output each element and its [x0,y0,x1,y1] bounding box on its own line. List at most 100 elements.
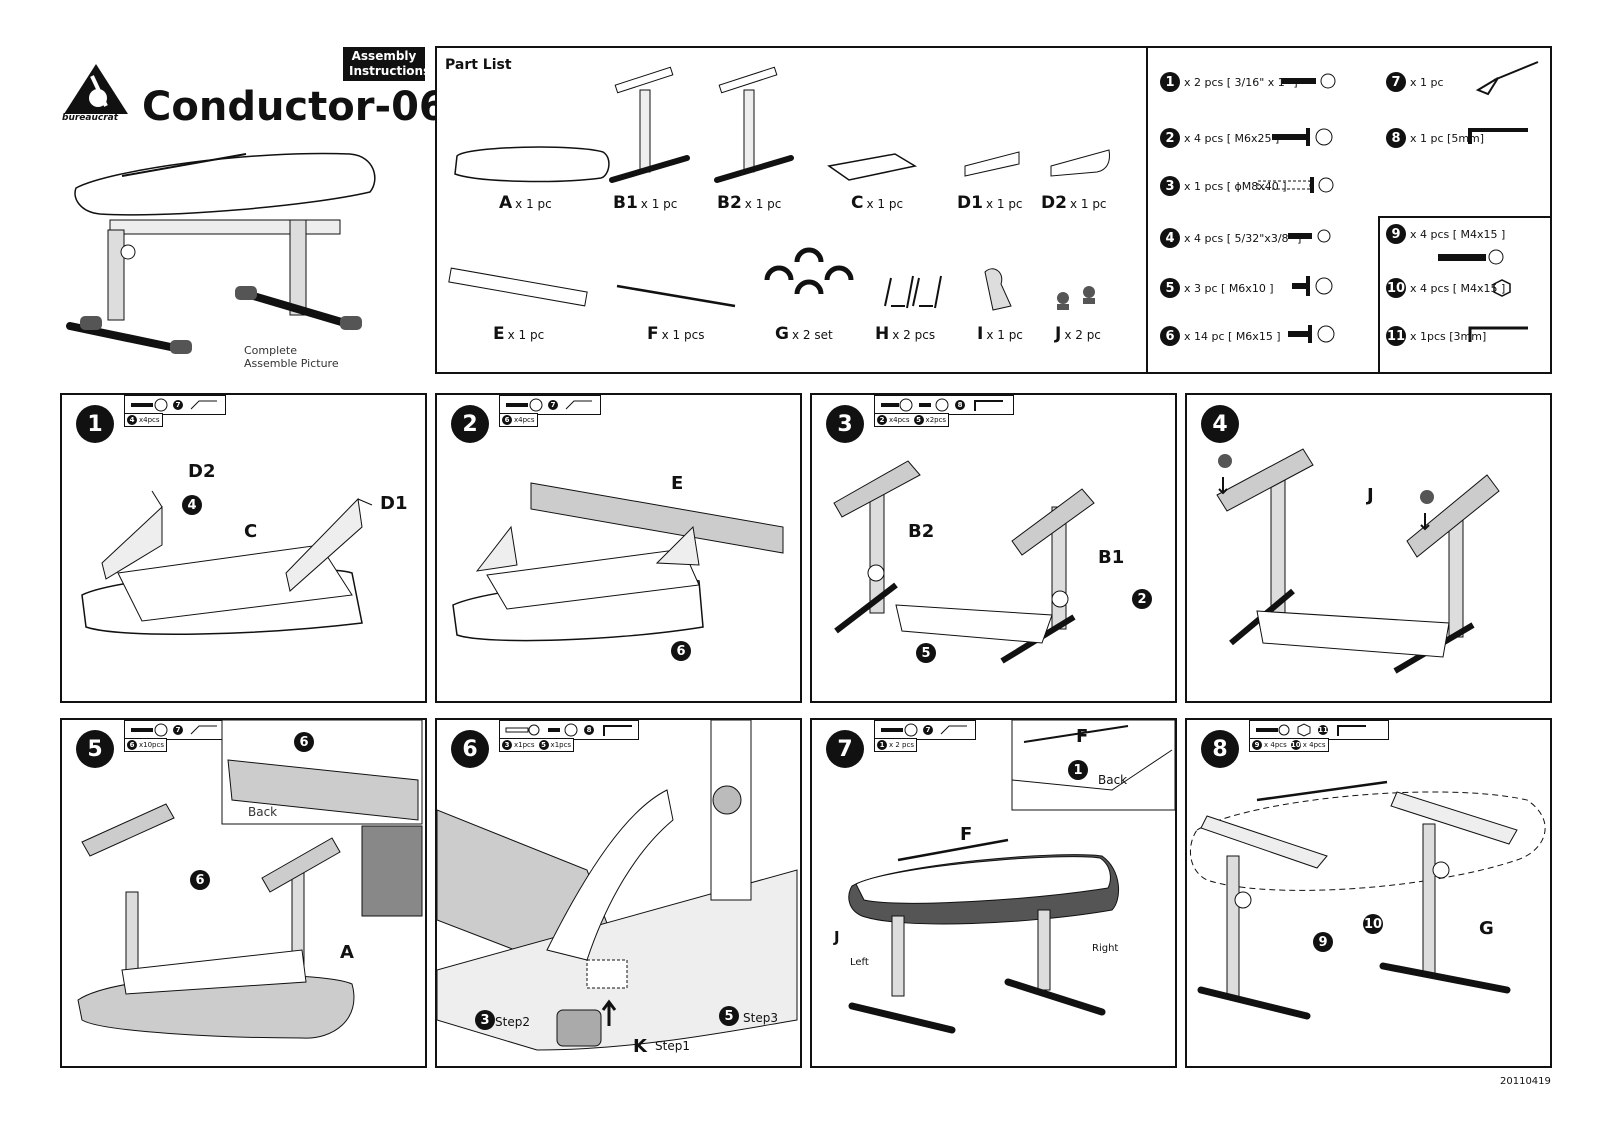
label-left: Left [850,957,869,968]
screw-icon [1288,229,1331,243]
long-bolt-icon [505,724,540,736]
label-g: G [1479,918,1494,939]
label-c: C [244,521,258,542]
label-bolt-5: 5 [719,1006,739,1026]
bolt-icon [1292,276,1333,296]
bolt-icon [506,398,543,412]
screwdriver-icon [190,725,217,735]
hardware-divider-v [1378,216,1380,374]
label-nut-10: 10 [1363,914,1383,934]
screwdriver-icon [190,400,217,410]
step-7-illustration [848,720,1175,1034]
label-b1: B1 [1098,547,1125,568]
step-tools: 7 [499,395,601,415]
bolt-icon [881,398,913,412]
part-list-title: Part List [445,57,512,73]
label-j: J [1367,485,1374,506]
step-number: 2 [451,405,489,443]
label-screw-1: 1 [1068,760,1088,780]
bolt-icon [919,398,949,412]
label-step2: Step2 [495,1015,530,1029]
step-3-illustration [833,460,1095,664]
step-number: 6 [451,730,489,768]
label-back: Back [1098,773,1128,787]
step-number: 4 [1201,405,1239,443]
step-number: 8 [1201,730,1239,768]
label-bolt-3: 3 [475,1010,495,1030]
step-tools: 8 [874,395,1014,415]
bolt-icon [131,723,168,737]
label-a: A [340,942,354,963]
brand-name: bureaucrat [62,113,119,123]
screwdriver-icon [1475,61,1539,96]
complete-picture-caption: Complete Assemble Picture [244,344,339,370]
date-code: 20110419 [1500,1076,1551,1087]
allen-key-icon [1337,725,1366,736]
label-bolt-2: 2 [1132,589,1152,609]
label-d2: D2 [188,461,216,482]
label-bolt-6-inset: 6 [294,732,314,752]
bolt-icon [1272,128,1333,146]
complete-desk-illustration [66,152,376,354]
step-2-illustration [452,482,784,642]
part-illustrations [448,66,1110,311]
nut-icon [1297,723,1311,737]
label-screw-9: 9 [1313,932,1333,952]
hardware-divider-h [1378,216,1552,218]
label-step1: Step1 [655,1039,690,1053]
screw-icon [1256,724,1290,736]
label-bolt-6: 6 [671,641,691,661]
step-number: 3 [826,405,864,443]
screwdriver-icon [565,400,592,410]
long-bolt-icon [1257,177,1334,193]
step-4-illustration [1216,448,1500,674]
step-1-illustration [81,490,373,635]
screw-icon [131,398,168,412]
screwdriver-icon [940,725,967,735]
step-tools: 7 [124,395,226,415]
allen-key-icon [603,725,632,736]
label-b2: B2 [908,521,935,542]
label-step3: Step3 [743,1011,778,1025]
label-bolt-5: 5 [916,643,936,663]
label-back: Back [248,805,278,819]
step-4-panel: 4 J [1185,393,1552,703]
bolt-icon [1288,325,1335,343]
label-e: E [671,473,684,494]
nut-icon [1493,279,1511,297]
step-number: 5 [76,730,114,768]
step-tools: 7 [874,720,976,740]
step-tools: 8 [499,720,639,740]
allen-key-icon [1468,128,1528,144]
step-tools: 11 [1249,720,1389,740]
